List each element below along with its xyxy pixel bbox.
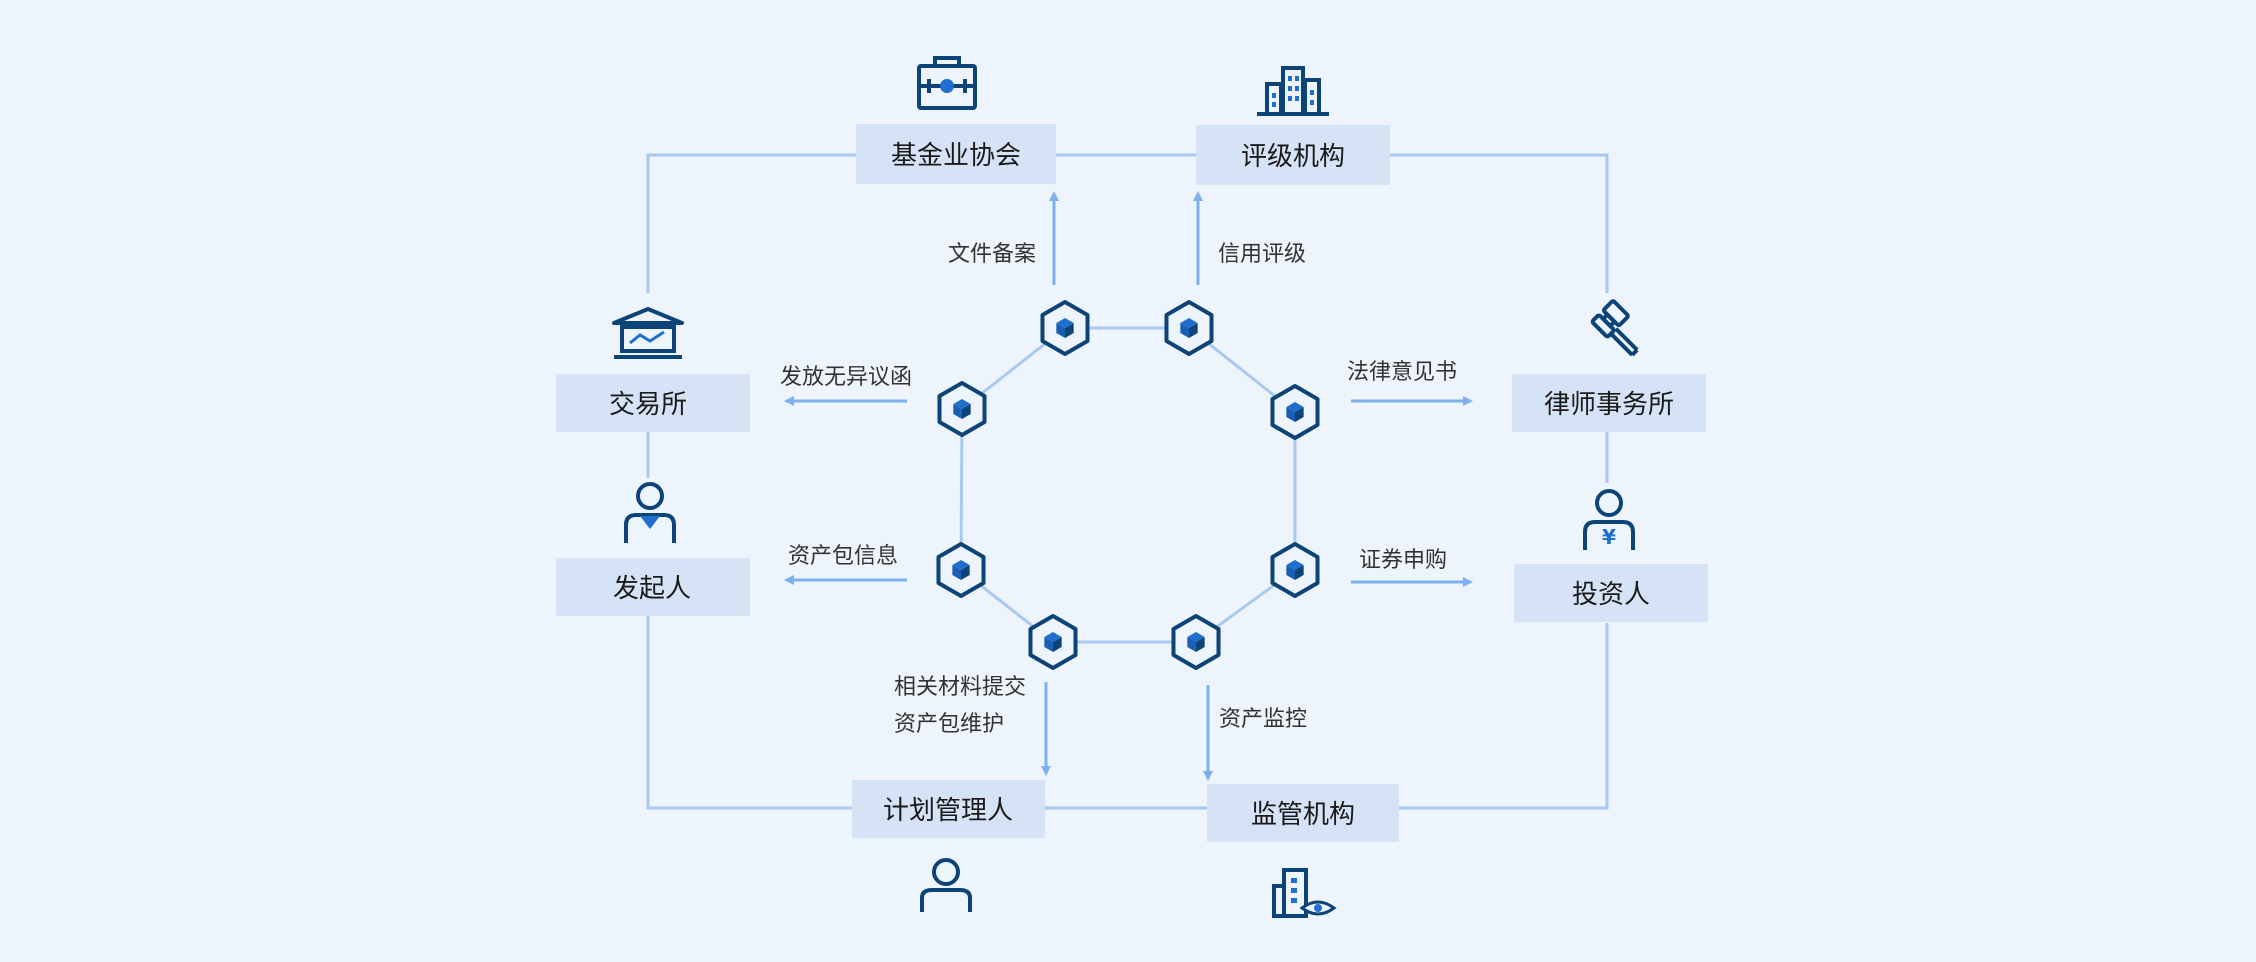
cube-icon xyxy=(1270,542,1320,598)
entity-label: 评级机构 xyxy=(1241,142,1345,172)
entity-exchange: 交易所 xyxy=(556,374,750,432)
cube-icon xyxy=(1171,614,1221,670)
flow-label-credit-rating: 信用评级 xyxy=(1218,242,1306,267)
entity-investor: 投资人 xyxy=(1514,564,1708,622)
entity-label: 律师事务所 xyxy=(1544,390,1674,420)
cube-icon xyxy=(936,542,986,598)
blockchain-ring-edges xyxy=(959,326,1297,644)
entity-label: 交易所 xyxy=(609,390,687,420)
entity-label: 发起人 xyxy=(613,574,691,604)
line-regulator-to-investor xyxy=(1399,623,1609,810)
entity-rating-agency: 评级机构 xyxy=(1196,125,1390,185)
svg-text:¥: ¥ xyxy=(1602,525,1616,549)
flow-labels: 文件备案 信用评级 发放无异议函 法律意见书 资产包信息 证券申购 相关材料提交… xyxy=(780,242,1457,737)
person-yen-icon: ¥ xyxy=(1583,489,1635,550)
entity-label: 计划管理人 xyxy=(883,796,1013,826)
line-rating-agency-to-law-firm xyxy=(1390,153,1609,293)
entity-plan-manager: 计划管理人 xyxy=(852,780,1045,838)
entity-law-firm: 律师事务所 xyxy=(1512,374,1706,432)
line-exchange-to-fund-association xyxy=(646,153,856,293)
blockchain-ring-nodes xyxy=(936,300,1320,670)
cube-icon xyxy=(1270,384,1320,440)
flow-label-materials-submission: 相关材料提交 xyxy=(894,675,1026,700)
flow-label-asset-monitoring: 资产监控 xyxy=(1219,707,1307,732)
entity-label: 投资人 xyxy=(1572,580,1650,610)
flow-label-asset-pool-info: 资产包信息 xyxy=(788,544,898,569)
line-originator-to-plan-manager xyxy=(646,616,852,810)
entity-label: 基金业协会 xyxy=(891,141,1021,171)
outer-connection-lines xyxy=(646,153,1609,810)
entity-regulator: 监管机构 xyxy=(1207,784,1399,842)
gavel-icon xyxy=(1590,299,1639,357)
person-icon xyxy=(920,858,972,912)
entity-fund-association: 基金业协会 xyxy=(856,124,1056,184)
cube-icon xyxy=(1040,300,1090,356)
person-tie-icon xyxy=(624,482,676,543)
flow-label-no-objection-letter: 发放无异议函 xyxy=(780,365,912,390)
entity-originator: 发起人 xyxy=(556,558,750,616)
flow-label-legal-opinion: 法律意见书 xyxy=(1347,360,1457,385)
flow-label-subscription: 证券申购 xyxy=(1359,548,1447,573)
office-buildings-icon xyxy=(1257,66,1329,116)
flow-label-asset-pool-maintenance: 资产包维护 xyxy=(894,712,1004,737)
flow-label-file-filing: 文件备案 xyxy=(948,242,1036,267)
cube-icon xyxy=(937,381,987,437)
briefcase-icon xyxy=(917,56,977,110)
cube-icon xyxy=(1028,614,1078,670)
building-eye-icon xyxy=(1272,868,1337,918)
entity-label: 监管机构 xyxy=(1251,800,1355,830)
exchange-building-icon xyxy=(612,307,684,359)
flow-arrows xyxy=(784,191,1473,781)
cube-icon xyxy=(1164,300,1214,356)
